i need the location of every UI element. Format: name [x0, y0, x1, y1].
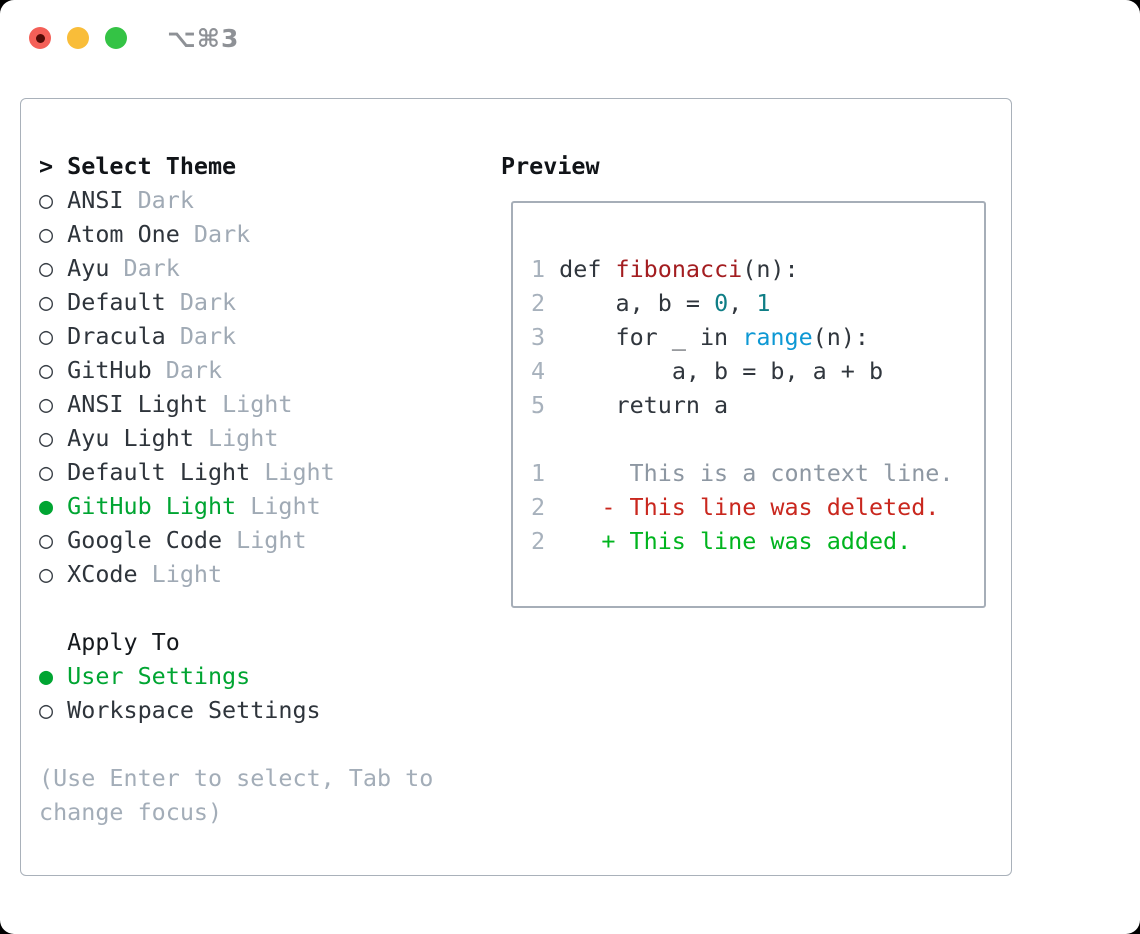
variant-badge: Light [250, 492, 321, 520]
radio-icon: ○ [39, 696, 54, 724]
line-number: 1 [531, 255, 546, 283]
line-number: 2 [531, 493, 546, 521]
diff-line-context: 1 This is a context line. [531, 456, 984, 490]
apply-to-title: Apply To [67, 628, 180, 656]
spacer [39, 591, 501, 625]
radio-icon: ○ [39, 220, 54, 248]
diff-line-deleted: 2-This line was deleted. [531, 490, 984, 524]
radio-icon: ○ [39, 390, 54, 418]
zoom-button[interactable] [105, 27, 127, 49]
code-line: 2 a, b = 0, 1 [531, 286, 984, 320]
variant-badge: Dark [123, 254, 180, 282]
radio-icon: ○ [39, 186, 54, 214]
minimize-button[interactable] [67, 27, 89, 49]
variant-badge: Light [151, 560, 223, 588]
variant-badge: Light [236, 526, 307, 554]
radio-selected-icon: ● [39, 492, 54, 520]
radio-icon: ○ [39, 526, 54, 554]
variant-badge: Dark [165, 356, 223, 384]
traffic-lights [29, 27, 127, 49]
variant-badge: Dark [179, 288, 237, 316]
variant-badge: Dark [179, 322, 237, 350]
window-shortcut-label: ⌥⌘3 [167, 24, 240, 53]
diff-plus-icon: + [601, 527, 616, 555]
radio-icon: ○ [39, 322, 54, 350]
radio-icon: ○ [39, 560, 54, 588]
close-button[interactable] [29, 27, 51, 49]
radio-icon: ○ [39, 424, 54, 452]
variant-badge: Dark [137, 186, 194, 214]
variant-badge: Light [264, 458, 335, 486]
diff-minus-icon: - [601, 493, 616, 521]
line-number: 5 [531, 391, 546, 419]
keyboard-hint-line2: change focus) [39, 798, 223, 826]
spacer [531, 422, 984, 456]
caret-icon: > [39, 152, 54, 180]
variant-badge: Light [207, 424, 279, 452]
radio-icon: ○ [39, 254, 54, 282]
line-number: 3 [531, 323, 546, 351]
preview-title: Preview [501, 152, 600, 180]
variant-badge: Dark [193, 220, 251, 248]
radio-selected-icon: ● [39, 662, 54, 690]
line-number: 4 [531, 357, 546, 385]
diff-line-added: 2+This line was added. [531, 524, 984, 558]
radio-icon: ○ [39, 288, 54, 316]
line-number: 2 [531, 289, 546, 317]
radio-icon: ○ [39, 458, 54, 486]
apply-to-header: Apply To [39, 625, 501, 659]
theme-list-title: Select Theme [67, 152, 237, 180]
code-line: 4 a, b = b, a + b [531, 354, 984, 388]
spacer [39, 727, 501, 761]
variant-badge: Light [222, 390, 293, 418]
theme-list-header: > Select Theme [39, 149, 501, 183]
line-number: 2 [531, 527, 546, 555]
apply-option-workspace-settings[interactable]: ○Workspace Settings [39, 693, 501, 727]
apply-option-user-settings[interactable]: ●User Settings [39, 659, 501, 693]
keyboard-hint-line1: (Use Enter to select, Tab to [39, 764, 434, 792]
title-bar: ⌥⌘3 [0, 0, 1140, 98]
diff-marker [601, 456, 615, 490]
radio-icon: ○ [39, 356, 54, 384]
code-line: 5 return a [531, 388, 984, 422]
code-line: 3 for _ in range(n): [531, 320, 984, 354]
line-number: 1 [531, 459, 546, 487]
